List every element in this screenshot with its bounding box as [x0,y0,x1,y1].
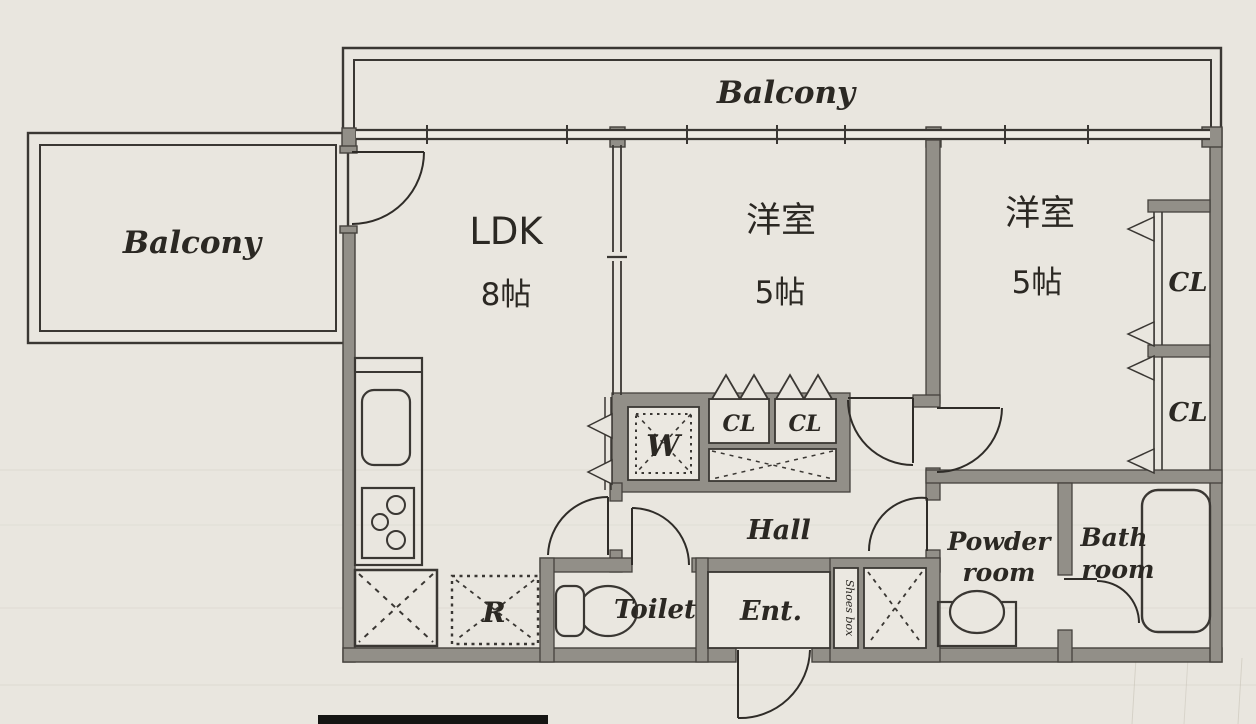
ldk-size: 8帖 [481,277,532,313]
powder-sink [936,589,1018,648]
entrance-label: Ent. [739,596,802,627]
powder-room-label-1: Powder [947,527,1053,556]
door-entrance [737,649,811,720]
closet-block: W CL CL [586,373,837,490]
door-swing-arrow [586,412,613,440]
closet-right-1-label: CL [1169,268,1208,298]
door-bath [1064,578,1140,624]
bath-room-label-2: room [1082,555,1155,584]
bedroom2-label: 洋室 [1005,194,1075,234]
toilet-fixture [554,584,639,638]
bedroom1-label: 洋室 [746,201,816,241]
bedroom2-size: 5帖 [1012,265,1063,301]
shoes-box-label: Shoes box [843,580,856,638]
door-bedroom1 [847,397,914,466]
kitchen-counter [353,356,424,567]
entrance-floor [707,571,831,649]
toilet-label: Toilet [614,595,696,625]
door-ldk-hall [547,496,609,556]
doors [351,151,1140,720]
balcony-left-label: Balcony [122,225,263,261]
powder-room-label-2: room [963,558,1036,587]
door-swing-arrow [1126,215,1155,243]
balcony-top-label: Balcony [716,75,857,111]
bath-room-label-1: Bath [1079,523,1147,552]
door-bedroom2 [936,407,1003,473]
closet-mid-1 [708,398,770,444]
door-swing-arrow [1126,447,1155,475]
closets-right: CL CL [1126,212,1208,475]
kitchen-sink [360,388,412,467]
hall-label: Hall [746,515,811,546]
entry-x-box [863,567,927,649]
door-swing-arrow [1126,354,1155,382]
bedroom1-size: 5帖 [755,275,806,311]
door-ldk-balcony [351,151,425,225]
closet-right-2-label: CL [1169,398,1208,428]
door-toilet [631,507,690,566]
closet-mid-1-label: CL [723,411,756,437]
refrigerator-box [450,574,540,646]
top-window-wall [356,125,1210,144]
shoes-box [833,567,859,649]
balcony-top [341,46,1223,133]
door-swing-arrow [1126,320,1155,348]
closet-mid-2-label: CL [789,411,822,437]
bathtub [1140,488,1212,634]
sliding-partition [607,145,627,395]
door-hall-powder [867,496,928,552]
counter-x-box [353,568,439,648]
refrigerator-label: R [481,596,505,629]
scan-bar-artifact [318,715,548,724]
washer-label: W [646,429,683,464]
door-swing-arrow [586,458,613,486]
storage-chest [708,448,837,482]
hanger-symbols [710,373,834,400]
closet-mid-2 [774,398,837,444]
stove [360,486,416,560]
ldk-label: LDK [469,210,544,253]
